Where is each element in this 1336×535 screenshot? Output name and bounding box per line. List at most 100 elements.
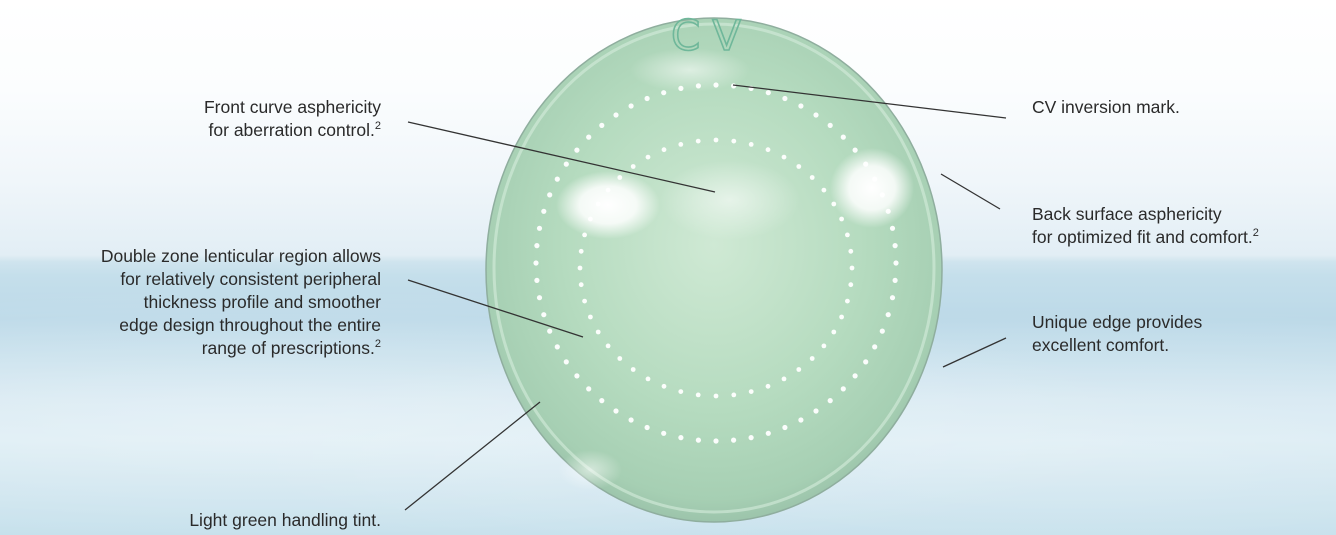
lenticular-dot bbox=[766, 431, 771, 436]
lenticular-dot bbox=[893, 278, 898, 283]
lenticular-dot bbox=[678, 389, 683, 394]
lenticular-dot bbox=[731, 393, 736, 398]
lenticular-dot bbox=[574, 373, 579, 378]
lenticular-dot bbox=[586, 135, 591, 140]
lenticular-dot bbox=[845, 233, 850, 238]
callout-back-surface-text: Back surface asphericity for optimized f… bbox=[1032, 204, 1253, 247]
lenticular-dot bbox=[831, 330, 836, 335]
lenticular-dot bbox=[713, 82, 718, 87]
lenticular-dot bbox=[588, 217, 593, 222]
lenticular-dot bbox=[863, 162, 868, 167]
glare-bottom bbox=[558, 450, 622, 490]
glare-left bbox=[556, 171, 660, 239]
callout-handling-tint-text: Light green handling tint. bbox=[189, 510, 381, 530]
lenticular-dot bbox=[617, 356, 622, 361]
lenticular-dot bbox=[547, 192, 552, 197]
lenticular-dot bbox=[890, 226, 895, 231]
lenticular-dot bbox=[822, 188, 827, 193]
lenticular-dot bbox=[555, 344, 560, 349]
lenticular-dot bbox=[731, 438, 736, 443]
lenticular-dot bbox=[661, 90, 666, 95]
lenticular-dot bbox=[714, 394, 719, 399]
lenticular-dot bbox=[579, 249, 584, 254]
lenticular-dot bbox=[798, 417, 803, 422]
lenticular-dot bbox=[714, 138, 719, 143]
lenticular-dot bbox=[596, 202, 601, 207]
callout-front-curve-text: Front curve asphericity for aberration c… bbox=[204, 97, 381, 140]
lenticular-dot bbox=[880, 329, 885, 334]
lenticular-dot bbox=[893, 260, 898, 265]
lenticular-dot bbox=[839, 315, 844, 320]
lenticular-dot bbox=[848, 282, 853, 287]
lenticular-dot bbox=[661, 431, 666, 436]
lenticular-dot bbox=[646, 155, 651, 160]
lenticular-dot bbox=[564, 359, 569, 364]
lenticular-dot bbox=[831, 202, 836, 207]
lenticular-dot bbox=[822, 344, 827, 349]
lenticular-dot bbox=[813, 112, 818, 117]
lenticular-dot bbox=[606, 188, 611, 193]
lenticular-dot bbox=[678, 142, 683, 147]
lenticular-dot bbox=[596, 330, 601, 335]
callout-back-surface: Back surface asphericity for optimized f… bbox=[1032, 203, 1259, 249]
lenticular-dot bbox=[782, 377, 787, 382]
lenticular-dot bbox=[631, 164, 636, 169]
lenticular-dot bbox=[810, 175, 815, 180]
callout-unique-edge-text: Unique edge provides excellent comfort. bbox=[1032, 312, 1202, 355]
lenticular-dot bbox=[782, 155, 787, 160]
lenticular-dot bbox=[629, 103, 634, 108]
lenticular-dot bbox=[841, 135, 846, 140]
lenticular-dot bbox=[534, 243, 539, 248]
lenticular-dot bbox=[766, 147, 771, 152]
leader-back-surface bbox=[941, 174, 1000, 209]
lenticular-dot bbox=[796, 164, 801, 169]
lenticular-dot bbox=[582, 299, 587, 304]
lenticular-dot bbox=[606, 344, 611, 349]
lenticular-dot bbox=[599, 398, 604, 403]
lenticular-dot bbox=[678, 86, 683, 91]
lenticular-dot bbox=[766, 90, 771, 95]
lenticular-dot bbox=[696, 393, 701, 398]
lenticular-dot bbox=[646, 377, 651, 382]
lenticular-dot bbox=[766, 384, 771, 389]
lenticular-dot bbox=[582, 233, 587, 238]
leader-handling-tint bbox=[405, 402, 540, 510]
lenticular-dot bbox=[886, 209, 891, 214]
lenticular-dot bbox=[848, 249, 853, 254]
callout-cv-mark: CV inversion mark. bbox=[1032, 96, 1180, 119]
lenticular-dot bbox=[841, 386, 846, 391]
lenticular-dot bbox=[890, 295, 895, 300]
lenticular-dot bbox=[586, 386, 591, 391]
lenticular-dot bbox=[541, 209, 546, 214]
lenticular-dot bbox=[534, 278, 539, 283]
lenticular-dot bbox=[599, 123, 604, 128]
lenticular-dot bbox=[713, 438, 718, 443]
lenticular-dot bbox=[749, 435, 754, 440]
lenticular-dot bbox=[872, 344, 877, 349]
callout-unique-edge: Unique edge provides excellent comfort. bbox=[1032, 311, 1202, 357]
lenticular-dot bbox=[845, 299, 850, 304]
lenticular-dot bbox=[578, 266, 583, 271]
lenticular-dot bbox=[828, 398, 833, 403]
lenticular-dot bbox=[853, 373, 858, 378]
lenticular-dot bbox=[880, 192, 885, 197]
lenticular-dot bbox=[731, 139, 736, 144]
callout-double-zone-text: Double zone lenticular region allows for… bbox=[101, 246, 381, 358]
callout-handling-tint: Light green handling tint. bbox=[189, 509, 381, 532]
lenticular-dot bbox=[696, 438, 701, 443]
lenticular-dot bbox=[645, 425, 650, 430]
lenticular-dot bbox=[813, 408, 818, 413]
lenticular-dot bbox=[863, 359, 868, 364]
lenticular-dot bbox=[678, 435, 683, 440]
lenticular-dot bbox=[629, 417, 634, 422]
lenticular-dot bbox=[696, 139, 701, 144]
lenticular-dot bbox=[617, 175, 622, 180]
leader-unique-edge bbox=[943, 338, 1006, 367]
lenticular-dot bbox=[798, 103, 803, 108]
callout-double-zone-ref: 2 bbox=[375, 338, 381, 350]
lenticular-dot bbox=[749, 389, 754, 394]
lenticular-dot bbox=[782, 425, 787, 430]
lenticular-dot bbox=[537, 226, 542, 231]
lenticular-dot bbox=[588, 315, 593, 320]
